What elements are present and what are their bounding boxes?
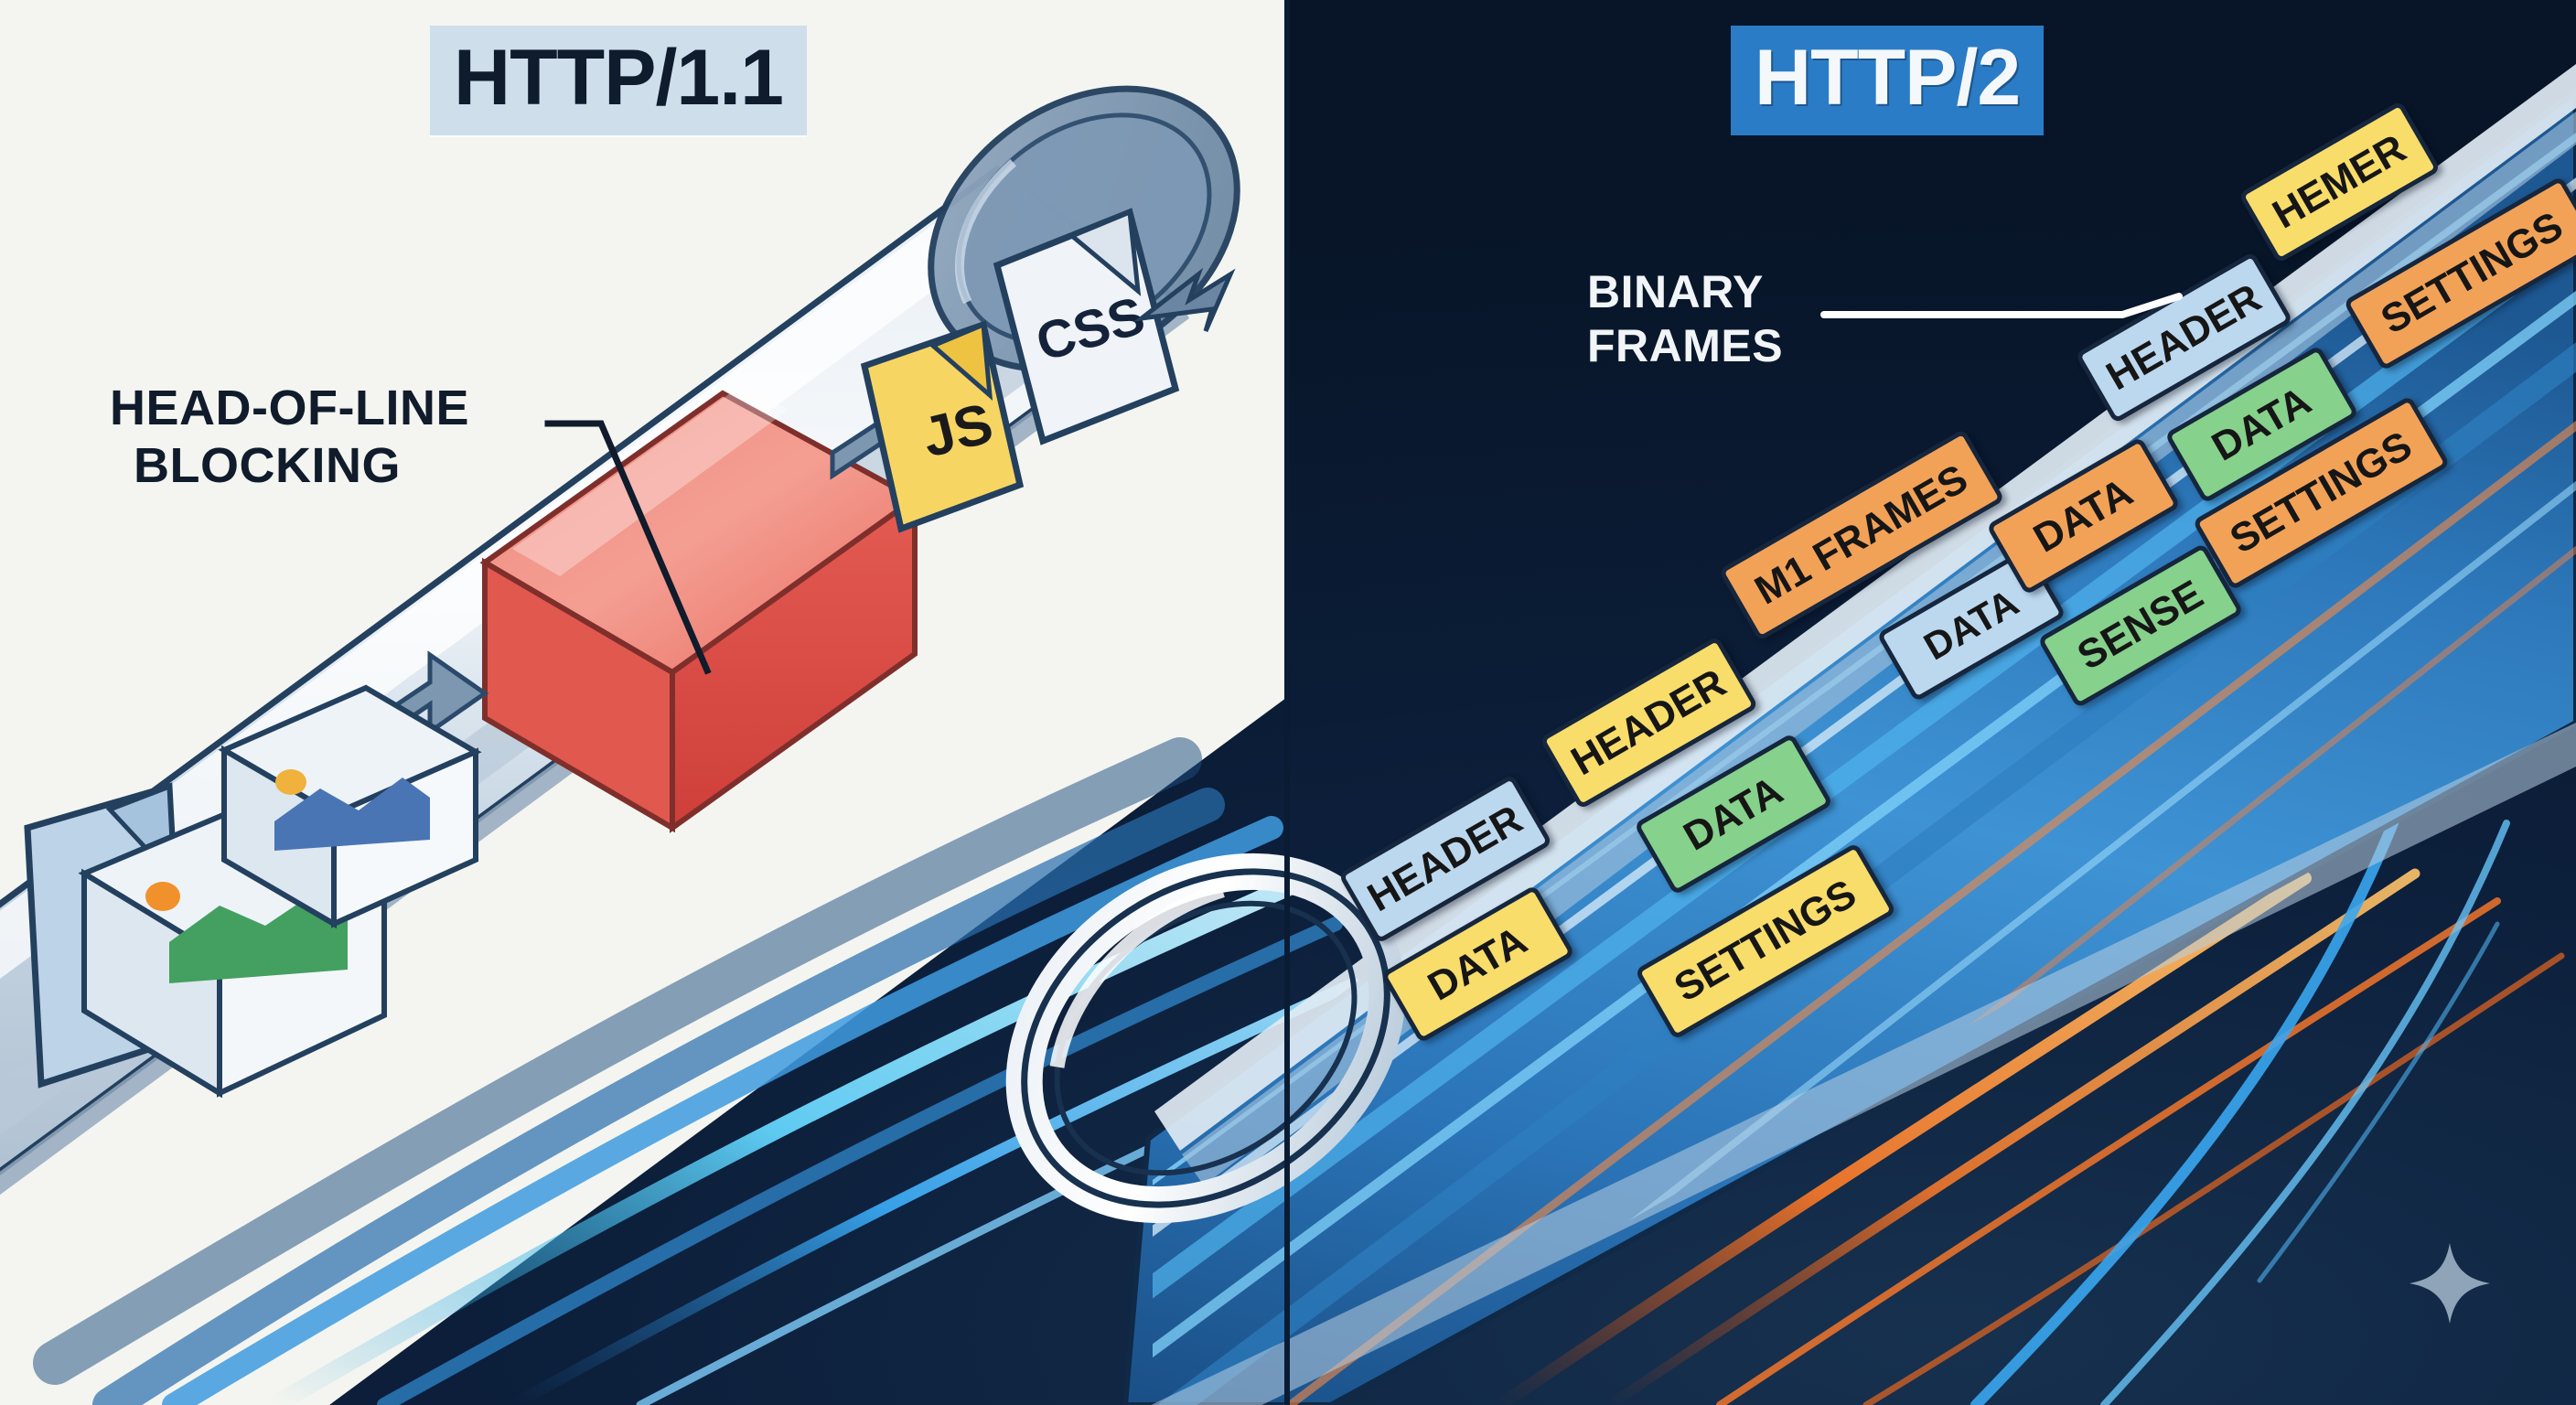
exit-arrow <box>1133 267 1236 332</box>
page-title-http1: HTTP/1.1 <box>430 26 807 135</box>
js-file-icon: JS <box>860 320 1025 533</box>
leader-line-head-of-line <box>544 420 712 675</box>
http2-pipe-opening <box>1005 853 1406 1224</box>
annotation-line-1: BINARY <box>1587 266 1764 317</box>
css-file-icon-exit: CSS <box>993 208 1180 445</box>
annotation-binary-frames: BINARY FRAMES <box>1587 265 1783 373</box>
leader-line-binary-frames <box>1820 293 2183 318</box>
panel-divider <box>1284 0 1290 1405</box>
annotation-line-1: HEAD-OF-LINE <box>110 381 469 435</box>
annotation-head-of-line-blocking: HEAD-OF-LINE BLOCKING <box>110 380 469 494</box>
sparkle-icon <box>2409 1242 2491 1325</box>
page-title-http2: HTTP/2 <box>1731 26 2045 135</box>
annotation-line-2: FRAMES <box>1587 320 1784 371</box>
blocking-cube <box>479 384 920 833</box>
image-asset-box-back <box>218 684 482 929</box>
annotation-line-2: BLOCKING <box>134 437 401 493</box>
